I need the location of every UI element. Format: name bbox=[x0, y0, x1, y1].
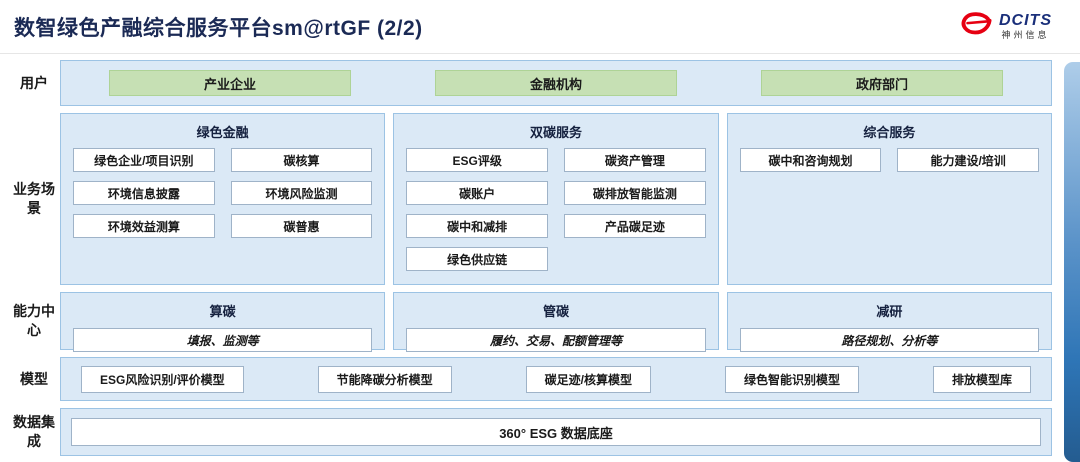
row-label-users: 用户 bbox=[20, 74, 48, 91]
capability-title: 算碳 bbox=[209, 304, 236, 319]
user-slot: 政府部门 bbox=[719, 70, 1045, 96]
scenario-item: 碳排放智能监测 bbox=[563, 181, 706, 205]
capability-title: 管碳 bbox=[542, 304, 569, 319]
capability-desc: 填报、监测等 bbox=[73, 328, 373, 352]
row-body-scenarios: 绿色金融 绿色企业/项目识别 碳核算 环境信息披露 环境风险监测 环境效益测算 … bbox=[60, 113, 1052, 285]
users-panel: 产业企业 金融机构 政府部门 bbox=[60, 60, 1052, 106]
dual-carbon-title: 双碳服务 bbox=[529, 125, 582, 140]
scenario-item: 能力建设/培训 bbox=[897, 148, 1039, 172]
user-box-industry: 产业企业 bbox=[109, 70, 351, 96]
scenario-item: 碳中和咨询规划 bbox=[739, 148, 882, 172]
logo-brand: DCITS bbox=[999, 12, 1052, 29]
row-users: 用户 产业企业 金融机构 政府部门 bbox=[8, 60, 1052, 106]
logo: DCITS 神州信息 bbox=[959, 11, 1052, 42]
architecture-diagram: 用户 产业企业 金融机构 政府部门 业务场景 绿色金融 绿色企业/项目识别 bbox=[8, 60, 1052, 456]
logo-text: DCITS 神州信息 bbox=[999, 13, 1052, 40]
capability-desc: 履约、交易、配额管理等 bbox=[406, 328, 706, 352]
scenario-item: 碳账户 bbox=[406, 181, 548, 205]
row-label-scenarios: 业务场景 bbox=[13, 181, 55, 216]
scenario-item: 碳核算 bbox=[230, 148, 373, 172]
row-body-capability: 算碳 填报、监测等 管碳 履约、交易、配额管理等 减研 路径规划、分析等 bbox=[60, 292, 1052, 352]
green-finance-title: 绿色金融 bbox=[196, 125, 249, 140]
green-finance-grid: 绿色企业/项目识别 碳核算 环境信息披露 环境风险监测 环境效益测算 碳普惠 bbox=[73, 148, 373, 238]
row-label-models: 模型 bbox=[20, 370, 48, 387]
capability-panel-calc: 算碳 填报、监测等 bbox=[60, 292, 386, 352]
data-foundation-box: 360° ESG 数据底座 bbox=[71, 418, 1041, 446]
model-item: 节能降碳分析模型 bbox=[317, 365, 452, 393]
comprehensive-title: 综合服务 bbox=[863, 125, 916, 140]
scenario-item: 碳资产管理 bbox=[563, 148, 706, 172]
capability-panel-manage: 管碳 履约、交易、配额管理等 bbox=[393, 292, 719, 352]
scenario-item: 环境信息披露 bbox=[73, 181, 215, 205]
row-body-models: ESG风险识别/评价模型 节能降碳分析模型 碳足迹/核算模型 绿色智能识别模型 … bbox=[60, 357, 1052, 401]
logo-swoosh-icon bbox=[959, 11, 993, 42]
model-item: 绿色智能识别模型 bbox=[724, 365, 859, 393]
row-scenarios: 业务场景 绿色金融 绿色企业/项目识别 碳核算 环境信息披露 环境风险监测 环境… bbox=[8, 113, 1052, 285]
row-body-data-integration: 360° ESG 数据底座 bbox=[60, 408, 1052, 456]
capability-title: 减研 bbox=[876, 304, 903, 319]
comprehensive-grid: 碳中和咨询规划 能力建设/培训 bbox=[739, 148, 1039, 172]
scenario-item: 碳普惠 bbox=[230, 214, 373, 238]
dual-carbon-panel: 双碳服务 ESG评级 碳资产管理 碳账户 碳排放智能监测 碳中和减排 产品碳足迹… bbox=[393, 113, 719, 285]
page-title: 数智绿色产融综合服务平台sm@rtGF (2/2) bbox=[14, 16, 423, 40]
data-integration-panel: 360° ESG 数据底座 bbox=[60, 408, 1052, 456]
dual-carbon-grid: ESG评级 碳资产管理 碳账户 碳排放智能监测 碳中和减排 产品碳足迹 绿色供应… bbox=[406, 148, 706, 271]
user-slot: 产业企业 bbox=[67, 70, 393, 96]
row-body-users: 产业企业 金融机构 政府部门 bbox=[60, 60, 1052, 106]
header: 数智绿色产融综合服务平台sm@rtGF (2/2) DCITS 神州信息 bbox=[0, 0, 1080, 54]
user-box-finance: 金融机构 bbox=[435, 70, 677, 96]
row-capability: 能力中心 算碳 填报、监测等 管碳 履约、交易、配额管理等 减研 路径规划、分析… bbox=[8, 292, 1052, 352]
capability-panel-reduce: 减研 路径规划、分析等 bbox=[726, 292, 1052, 352]
scenario-item: 碳中和减排 bbox=[406, 214, 548, 238]
row-data-integration: 数据集成 360° ESG 数据底座 bbox=[8, 408, 1052, 456]
green-finance-panel: 绿色金融 绿色企业/项目识别 碳核算 环境信息披露 环境风险监测 环境效益测算 … bbox=[60, 113, 386, 285]
model-item: ESG风险识别/评价模型 bbox=[81, 365, 244, 393]
scenario-item: 绿色企业/项目识别 bbox=[73, 148, 215, 172]
model-item: 碳足迹/核算模型 bbox=[525, 365, 651, 393]
scenario-item: 环境风险监测 bbox=[230, 181, 373, 205]
decorative-side-bar bbox=[1064, 62, 1080, 462]
logo-company: 神州信息 bbox=[1001, 30, 1050, 40]
models-panel: ESG风险识别/评价模型 节能降碳分析模型 碳足迹/核算模型 绿色智能识别模型 … bbox=[60, 357, 1052, 401]
comprehensive-panel: 综合服务 碳中和咨询规划 能力建设/培训 bbox=[726, 113, 1052, 285]
scenario-item: ESG评级 bbox=[406, 148, 548, 172]
scenario-item: 绿色供应链 bbox=[406, 247, 548, 271]
row-label-data-integration: 数据集成 bbox=[13, 414, 55, 449]
model-item: 排放模型库 bbox=[932, 365, 1031, 393]
capability-desc: 路径规划、分析等 bbox=[739, 328, 1039, 352]
scenario-item: 产品碳足迹 bbox=[563, 214, 706, 238]
row-label-capability: 能力中心 bbox=[13, 303, 55, 338]
user-box-government: 政府部门 bbox=[761, 70, 1003, 96]
row-models: 模型 ESG风险识别/评价模型 节能降碳分析模型 碳足迹/核算模型 绿色智能识别… bbox=[8, 357, 1052, 401]
scenario-item: 环境效益测算 bbox=[73, 214, 215, 238]
user-slot: 金融机构 bbox=[393, 70, 719, 96]
